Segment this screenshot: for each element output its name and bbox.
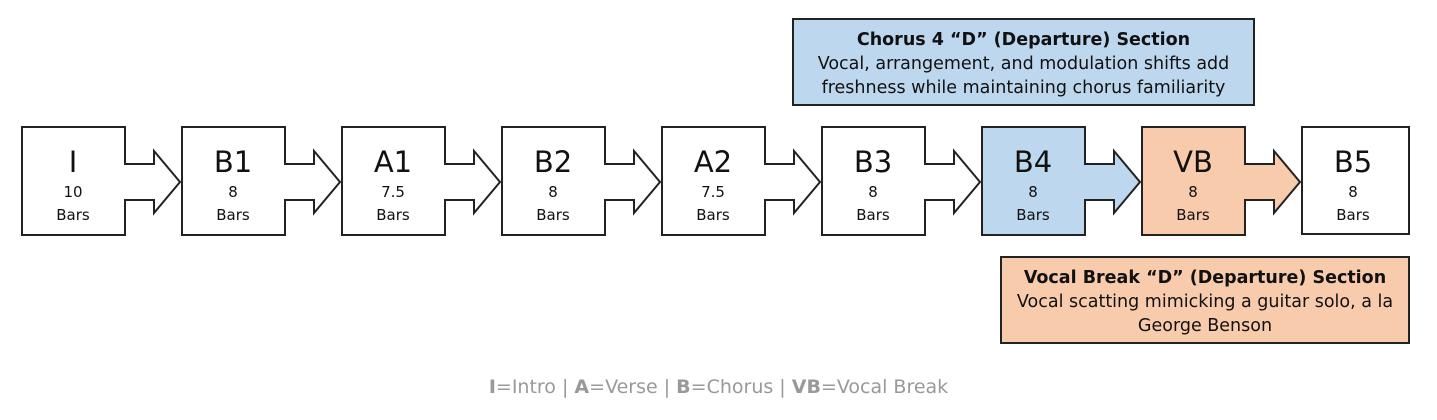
section-block-b2 bbox=[501, 126, 662, 236]
legend-value-intro: Intro bbox=[511, 376, 556, 398]
section-label-vb: VB bbox=[1173, 145, 1213, 179]
callout-chorus-title: Chorus 4 “D” (Departure) Section bbox=[856, 30, 1191, 50]
callout-vocal-title: Vocal Break “D” (Departure) Section bbox=[1023, 268, 1387, 288]
section-bars-a1: 7.5 bbox=[381, 183, 405, 201]
section-bars-vb: 8 bbox=[1188, 183, 1198, 201]
section-block-b3 bbox=[821, 126, 982, 236]
section-bars-b5: 8 bbox=[1348, 183, 1358, 201]
section-unit-b3: Bars bbox=[856, 206, 890, 224]
callout-vocal-break-departure: Vocal Break “D” (Departure) Section Voca… bbox=[1000, 256, 1410, 344]
section-unit-b1: Bars bbox=[216, 206, 250, 224]
section-unit-vb: Bars bbox=[1176, 206, 1210, 224]
legend-key-chorus: B bbox=[676, 376, 691, 398]
section-bars-i: 10 bbox=[63, 183, 82, 201]
legend-key-vocal-break: VB bbox=[791, 376, 821, 398]
callout-vocal-body: Vocal scatting mimicking a guitar solo, … bbox=[1016, 292, 1394, 336]
callout-chorus-body: Vocal, arrangement, and modulation shift… bbox=[817, 54, 1230, 98]
section-bars-b2: 8 bbox=[548, 183, 558, 201]
legend-value-chorus: Chorus bbox=[706, 376, 774, 398]
legend-key-intro: I bbox=[488, 376, 496, 398]
section-bars-b1: 8 bbox=[228, 183, 238, 201]
section-unit-b5: Bars bbox=[1336, 206, 1370, 224]
section-label-b3: B3 bbox=[854, 145, 892, 179]
section-label-i: I bbox=[69, 145, 78, 179]
section-label-a2: A2 bbox=[694, 145, 732, 179]
section-unit-b4: Bars bbox=[1016, 206, 1050, 224]
section-bars-b3: 8 bbox=[868, 183, 878, 201]
section-block-b4 bbox=[981, 126, 1142, 236]
section-block-i bbox=[21, 126, 182, 236]
section-unit-a1: Bars bbox=[376, 206, 410, 224]
section-unit-i: Bars bbox=[56, 206, 90, 224]
section-label-b2: B2 bbox=[534, 145, 572, 179]
callout-chorus-departure: Chorus 4 “D” (Departure) Section Vocal, … bbox=[792, 18, 1255, 106]
legend-key-verse: A bbox=[574, 376, 590, 398]
section-block-b1 bbox=[181, 126, 342, 236]
section-unit-a2: Bars bbox=[696, 206, 730, 224]
section-label-b5: B5 bbox=[1334, 145, 1372, 179]
section-label-b1: B1 bbox=[214, 145, 252, 179]
section-bars-b4: 8 bbox=[1028, 183, 1038, 201]
section-label-a1: A1 bbox=[374, 145, 412, 179]
section-bars-a2: 7.5 bbox=[701, 183, 725, 201]
section-unit-b2: Bars bbox=[536, 206, 570, 224]
section-block-a2 bbox=[661, 126, 822, 236]
section-block-a1 bbox=[341, 126, 502, 236]
section-label-b4: B4 bbox=[1014, 145, 1052, 179]
legend-value-vocal-break: Vocal Break bbox=[836, 376, 949, 398]
legend-value-verse: Verse bbox=[605, 376, 658, 398]
legend: I=Intro | A=Verse | B=Chorus | VB=Vocal … bbox=[488, 376, 949, 398]
section-block-b5 bbox=[1301, 126, 1410, 235]
section-block-vb bbox=[1141, 126, 1302, 236]
